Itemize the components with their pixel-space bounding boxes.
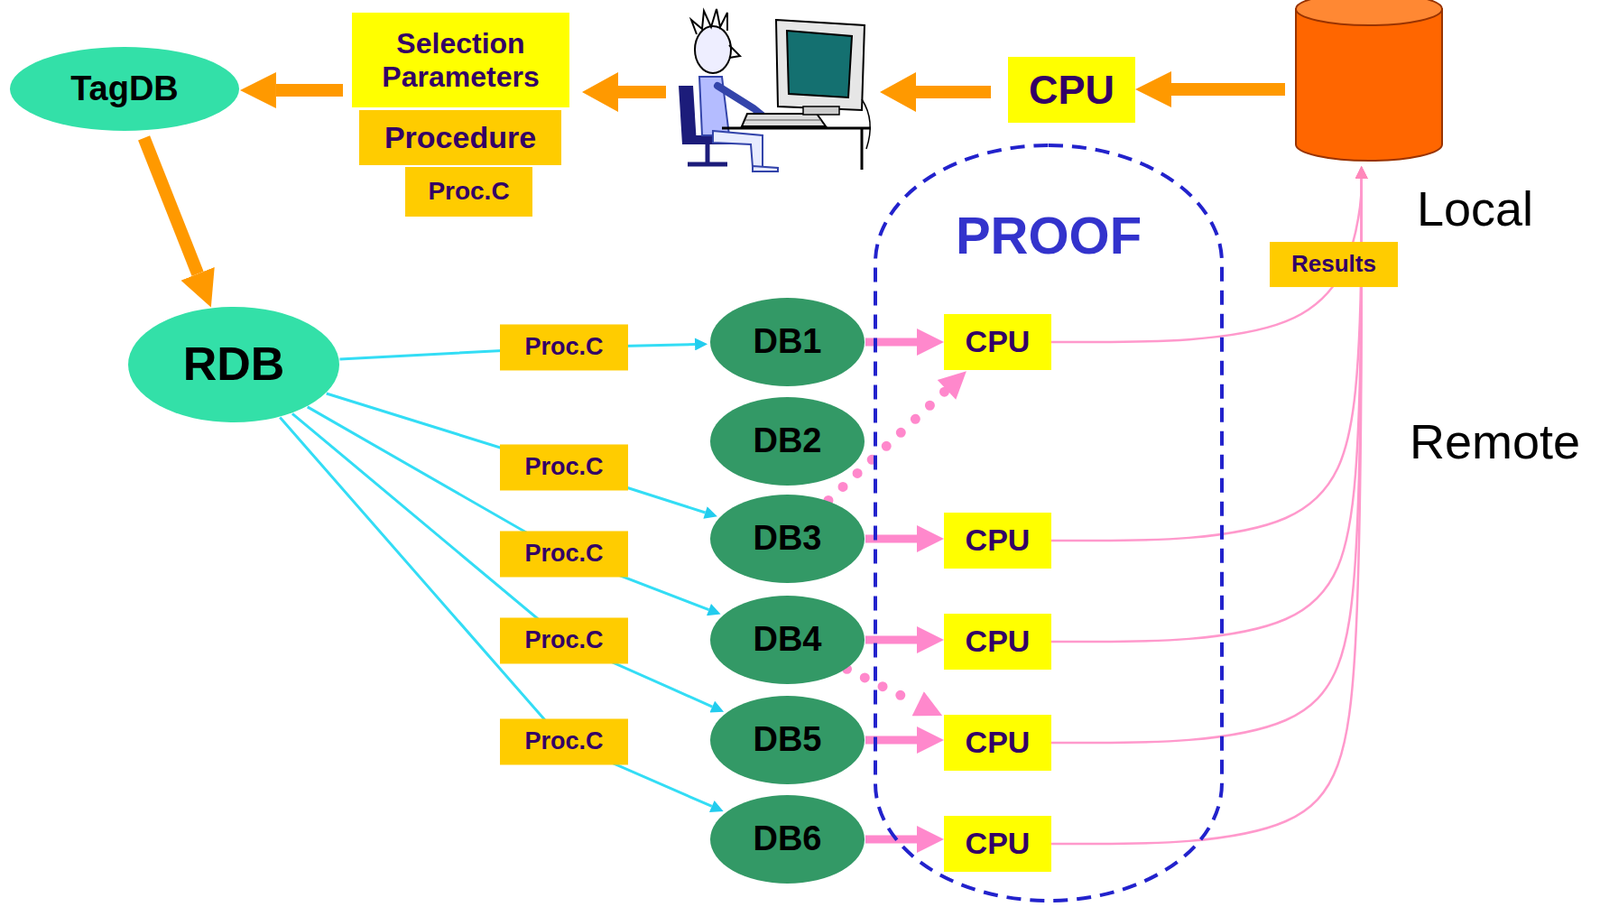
node-label: Local: [1416, 180, 1534, 237]
connector-arrow: [847, 668, 919, 704]
node-label: Proc.C: [427, 176, 509, 206]
node-label: PROOF: [872, 205, 1225, 267]
connector-arrow: [276, 83, 343, 97]
edge-label: Proc.C: [499, 617, 629, 664]
ellipse-outline: [9, 46, 240, 131]
node-label: CPU: [965, 724, 1031, 760]
cpu-box: CPU: [1008, 56, 1136, 123]
person-arm: [717, 85, 763, 116]
database-ellipse: DB6: [709, 794, 866, 885]
flow-arrow: [879, 72, 991, 112]
edge-label: Proc.C: [499, 530, 629, 577]
database-ellipse: DB1: [709, 296, 866, 388]
parameter-box: Selection Parameters: [351, 12, 570, 108]
chair-stand: [705, 144, 711, 163]
edge-label: Results: [1269, 241, 1398, 287]
connector-arrow: [279, 417, 713, 807]
person-foot: [752, 166, 778, 172]
edge-label: Proc.C: [499, 443, 629, 491]
node-label: CPU: [965, 825, 1031, 861]
ellipse-outline: [710, 494, 865, 583]
person-legs: [712, 130, 763, 167]
connector-arrow: [144, 138, 199, 274]
keyboard: [741, 113, 826, 127]
connector-arrow: [865, 338, 917, 347]
procedure-box: Procedure: [359, 110, 562, 166]
node-label: DB6: [752, 819, 822, 860]
database-ellipse: DB5: [709, 694, 866, 786]
node-label: DB2: [752, 421, 822, 462]
region-label: Remote: [1409, 413, 1581, 470]
ellipse-outline: [710, 297, 865, 387]
database-ellipse: TagDB: [9, 46, 241, 132]
connector-arrow: [307, 406, 710, 611]
storage-cylinder: Local: [1294, 0, 1444, 165]
node-label: Procedure: [384, 120, 537, 156]
cluster-outline: PROOF CPU CPU CPU CPU CPU: [872, 142, 1225, 904]
connector-arrow: [292, 413, 713, 707]
node-label: RDB: [183, 337, 286, 392]
database-ellipse: RDB: [127, 305, 341, 424]
keyboard-row: [745, 120, 822, 121]
node-label: TagDB: [70, 69, 179, 110]
edge-label: Proc.C: [499, 718, 629, 765]
person-nose: [729, 45, 740, 58]
cpu-box: CPU: [943, 314, 1052, 370]
node-label: DB1: [752, 322, 822, 362]
ellipse-outline: [710, 795, 865, 884]
ellipse-outline: [710, 397, 865, 486]
connector-arrow: [326, 393, 706, 513]
node-label: DB4: [752, 619, 822, 660]
node-label: CPU: [965, 623, 1031, 659]
connector-arrow: [865, 535, 917, 544]
node-label: CPU: [965, 323, 1031, 360]
connector-arrow: [1171, 83, 1286, 96]
node-label: Selection Parameters: [351, 27, 570, 94]
cpu-box: CPU: [943, 512, 1052, 569]
connector-arrow: [865, 636, 917, 645]
monitor: [776, 19, 865, 111]
cpu-box: CPU: [943, 613, 1052, 670]
file-box: Proc.C: [405, 166, 533, 217]
cylinder-body: [1295, 9, 1443, 161]
node-label: CPU: [1028, 66, 1115, 114]
user-at-computer: [678, 9, 871, 172]
cpu-box: CPU: [943, 714, 1052, 771]
node-label: DB5: [752, 720, 822, 760]
cylinder-top: [1295, 0, 1443, 26]
monitor-stand: [803, 106, 840, 115]
node-label: CPU: [965, 522, 1031, 558]
monitor-cable: [861, 99, 870, 149]
connector-arrow: [865, 736, 917, 745]
database-ellipse: DB2: [709, 396, 866, 487]
flow-arrow: [582, 72, 666, 112]
person-hair: [691, 9, 728, 35]
ellipse-outline: [710, 695, 865, 785]
database-ellipse: DB4: [709, 594, 866, 685]
cpu-box: CPU: [943, 815, 1052, 872]
edge-label: Proc.C: [499, 323, 629, 370]
connector-arrow: [865, 835, 917, 844]
monitor-screen: [786, 30, 852, 98]
database-ellipse: DB3: [709, 493, 866, 584]
ellipse-outline: [128, 306, 340, 423]
person-head: [694, 26, 731, 74]
desk-leg: [860, 128, 864, 170]
node-label: DB3: [752, 518, 822, 559]
storage-cylinder-shape: [1294, 0, 1444, 165]
chair-base: [687, 162, 728, 167]
ellipse-outline: [710, 595, 865, 685]
